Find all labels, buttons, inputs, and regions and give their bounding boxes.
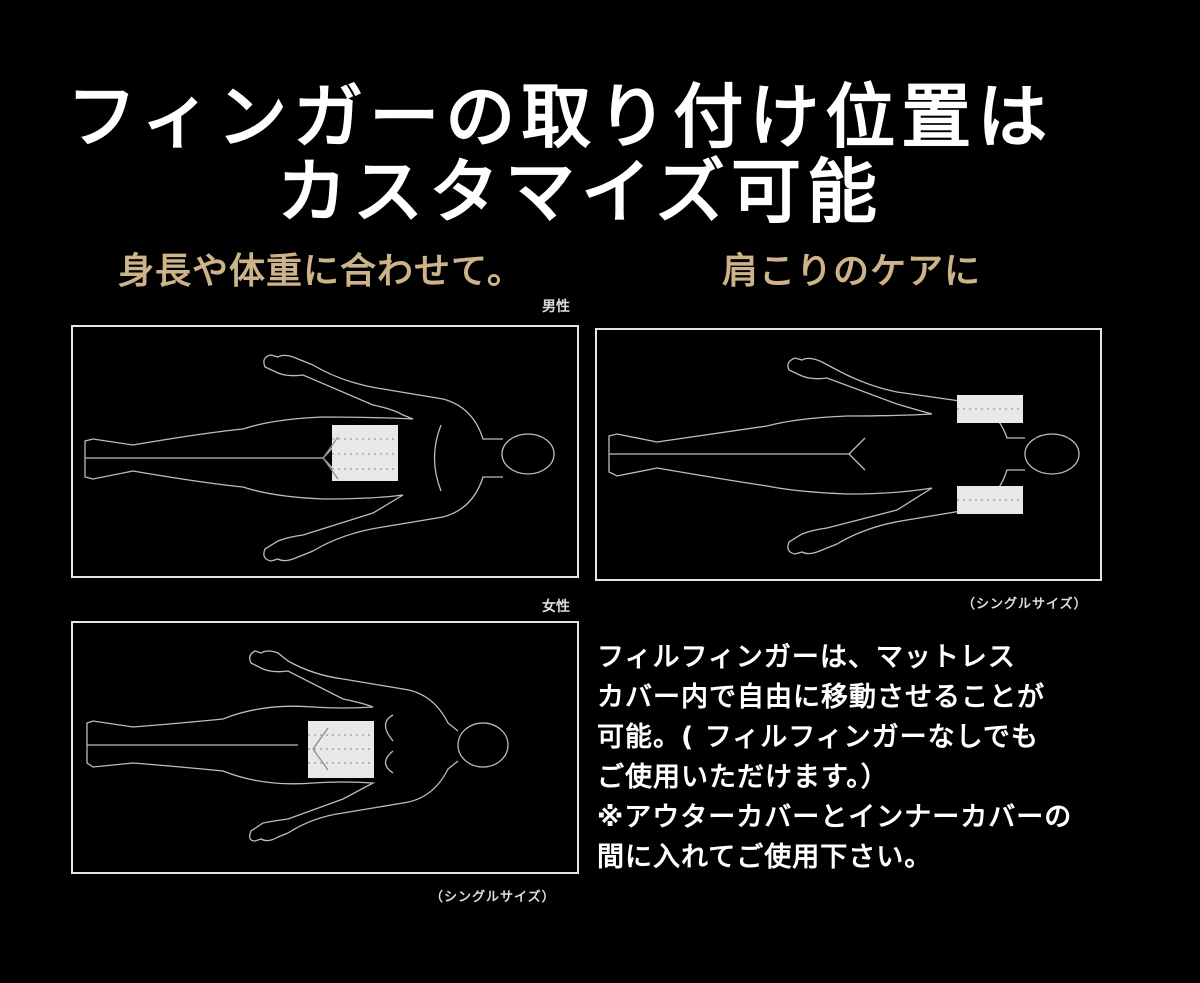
shoulder-body-figure-icon [608, 357, 1080, 555]
female-size-caption: （シングルサイズ） [430, 890, 556, 905]
description-line: 間に入れてご使用下さい。 [597, 842, 933, 873]
male-label: 男性 [542, 299, 570, 315]
description-line: フィルフィンガーは、マットレス [597, 642, 1016, 673]
subheading-height-weight: 身長や体重に合わせて。 [118, 251, 524, 292]
pad-icon [308, 721, 374, 778]
description-line: カバー内で自由に移動させることが [597, 682, 1045, 713]
main-title-line2: カスタマイズ可能 [277, 151, 883, 233]
male-body-figure-icon [84, 354, 555, 562]
male-mattress-frame [71, 325, 579, 578]
upper-shoulder-pad-icon [957, 395, 1023, 423]
lower-shoulder-pad-icon [957, 486, 1023, 514]
female-label: 女性 [542, 599, 570, 615]
shoulder-size-caption: （シングルサイズ） [962, 597, 1088, 612]
description-text: フィルフィンガーは、マットレス カバー内で自由に移動させることが 可能。( フィ… [597, 638, 1072, 878]
female-body-figure-icon [86, 650, 509, 842]
main-title-line1: フィンガーの取り付け位置は [66, 76, 1054, 158]
description-line: ご使用いただけます。） [597, 762, 889, 793]
description-line: 可能。( フィルフィンガーなしでも [597, 722, 1039, 753]
subheading-shoulder-care: 肩こりのケアに [722, 251, 982, 292]
pad-icon [332, 425, 398, 481]
shoulder-mattress-frame [595, 328, 1102, 581]
female-mattress-frame [71, 621, 579, 874]
description-line: ※アウターカバーとインナーカバーの [597, 802, 1073, 833]
